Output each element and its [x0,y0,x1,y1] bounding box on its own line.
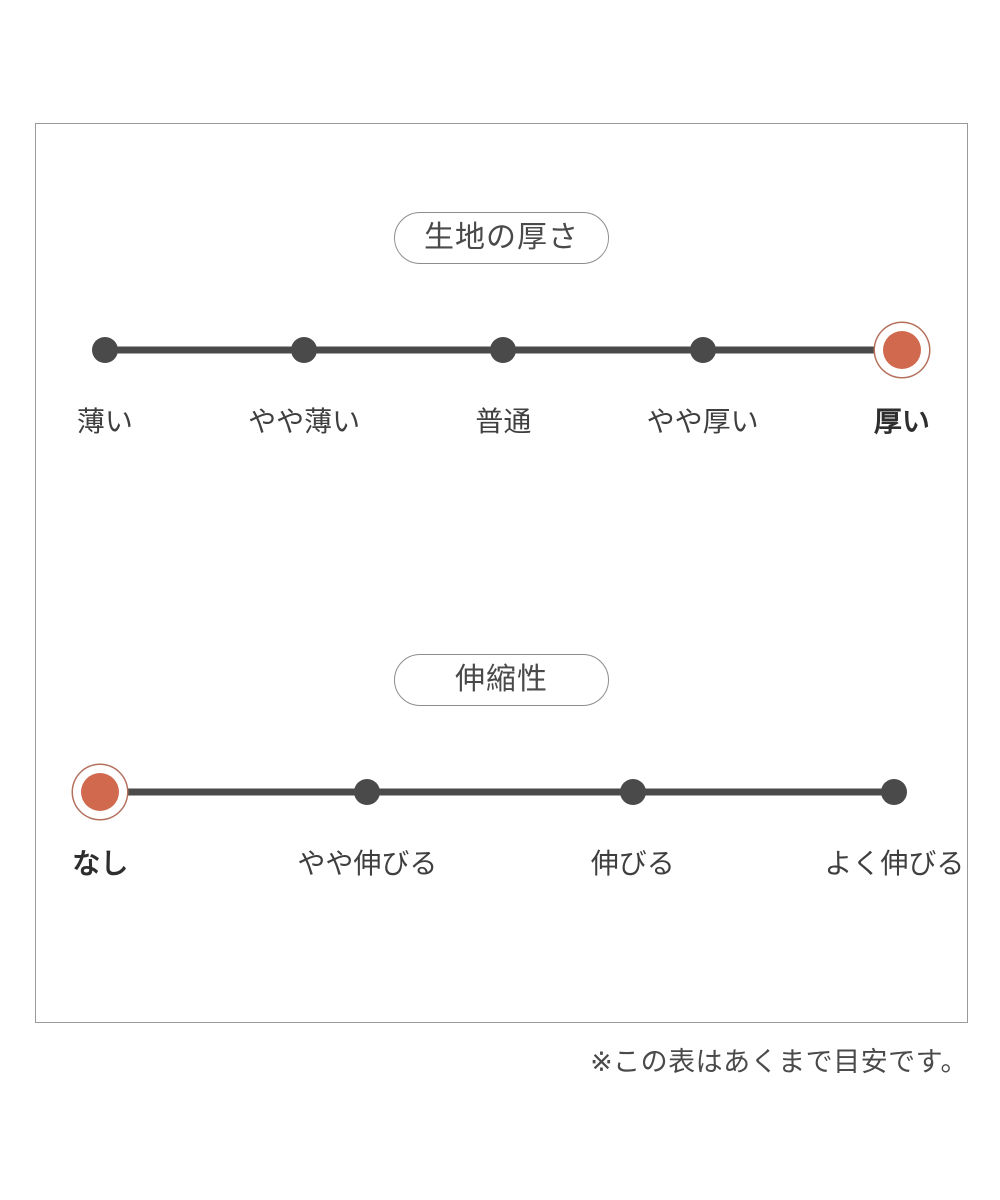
section-title-pill-thickness: 生地の厚さ [394,212,609,264]
scale-tick-label: やや伸びる [297,848,438,879]
scale-node-selected[interactable] [882,331,921,369]
scale-tick-label: なし [72,848,129,879]
scale-tick-label: 薄い [76,406,133,437]
scale-stretch [36,768,967,816]
scale-thickness [36,326,967,374]
spec-card: 生地の厚さ 薄い やや薄い 普通 やや厚い 厚い 伸縮性 [35,123,968,1023]
scale-node[interactable] [490,337,517,363]
scale-node-selected[interactable] [81,773,120,811]
pill-wrap-thickness: 生地の厚さ [36,212,967,264]
section-fabric-stretch: 伸縮性 なし やや伸びる 伸びる よく伸びる [36,654,967,896]
scale-node[interactable] [689,337,716,363]
section-fabric-thickness: 生地の厚さ 薄い やや薄い 普通 やや厚い 厚い [36,212,967,454]
scale-node[interactable] [91,337,118,363]
scale-tick-label: 伸びる [590,848,675,879]
scale-node[interactable] [354,779,381,805]
scale-labels-thickness: 薄い やや薄い 普通 やや厚い 厚い [36,408,967,454]
scale-node[interactable] [881,779,908,805]
scale-node[interactable] [291,337,318,363]
section-title-label-stretch: 伸縮性 [455,663,548,696]
scale-labels-stretch: なし やや伸びる 伸びる よく伸びる [36,850,967,896]
section-title-pill-stretch: 伸縮性 [394,654,609,706]
scale-node[interactable] [619,779,646,805]
scale-tick-label: 厚い [873,406,930,437]
scale-tick-label: よく伸びる [824,848,965,879]
scale-tick-label: やや薄い [248,406,361,437]
section-title-label-thickness: 生地の厚さ [424,221,579,254]
footnote: ※この表はあくまで目安です。 [590,1047,968,1077]
scale-tick-label: やや厚い [646,406,759,437]
pill-wrap-stretch: 伸縮性 [36,654,967,706]
scale-track-stretch [100,788,895,796]
scale-tick-label: 普通 [475,406,532,437]
